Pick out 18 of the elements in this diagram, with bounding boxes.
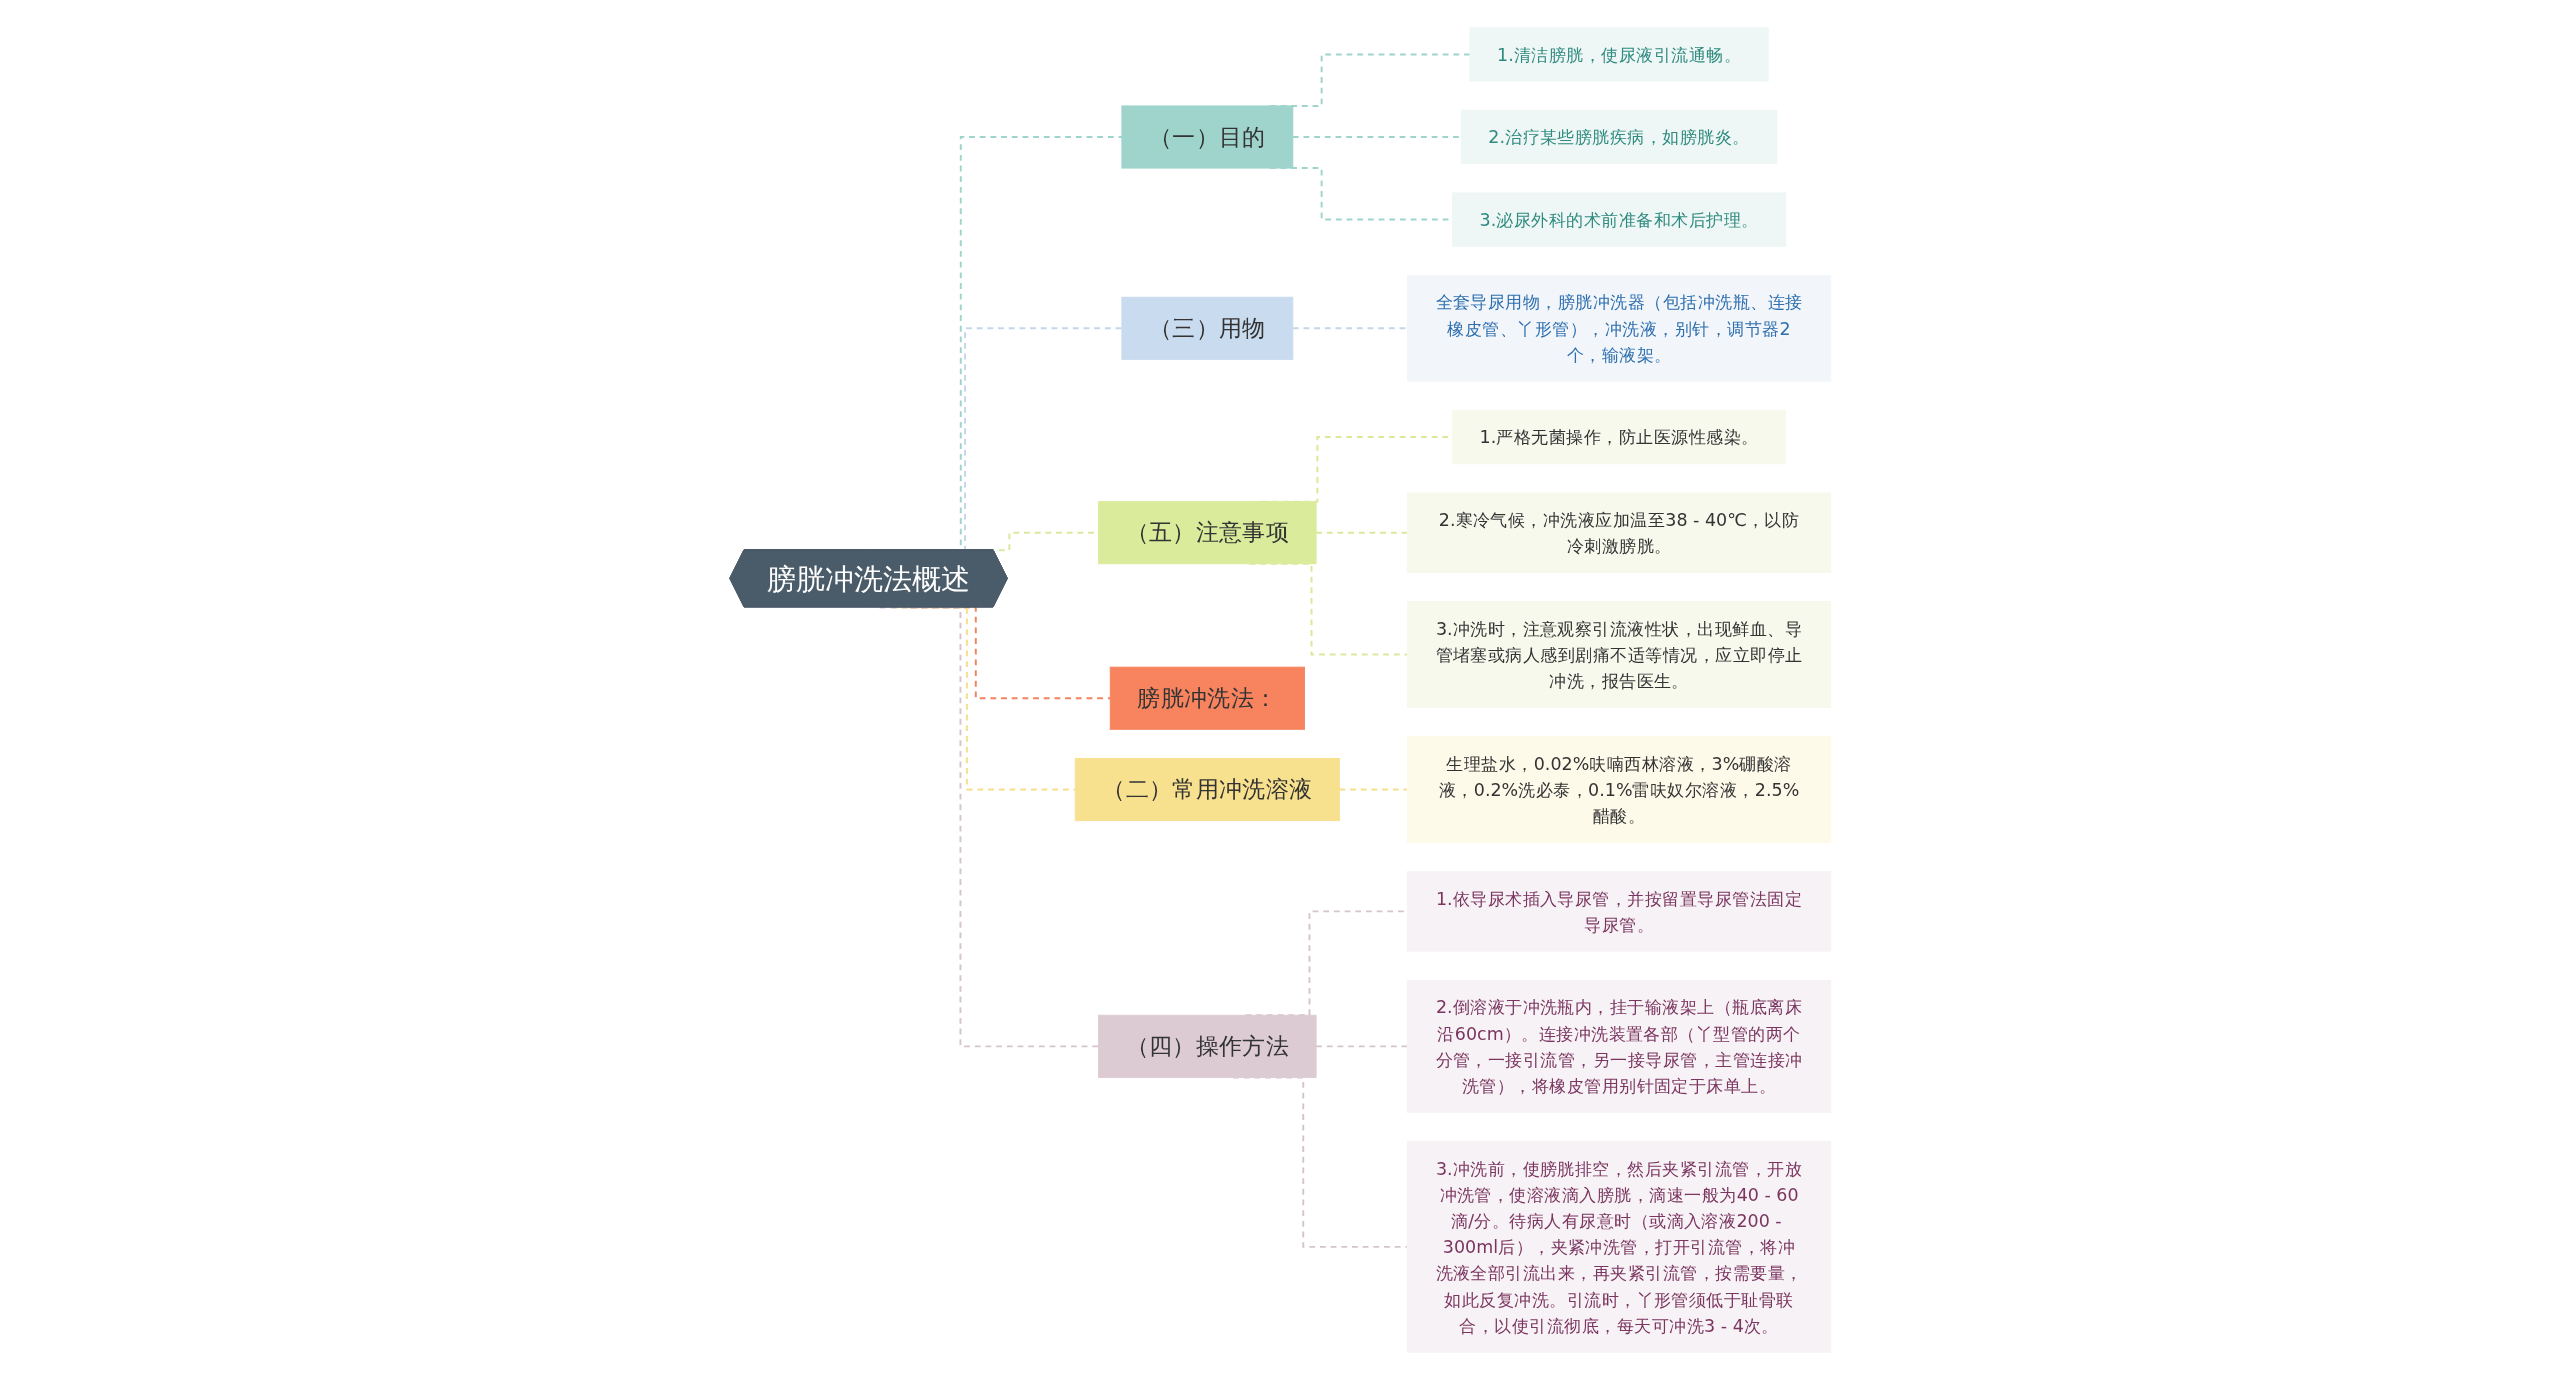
- node-box: 生理盐水，0.02%呋喃西林溶液，3%硼酸溶液，0.2%洗必泰，0.1%雷呋奴尔溶液，2.5%醋酸。: [1406, 736, 1831, 843]
- node-box: （一）目的: [1121, 105, 1294, 169]
- connector: [1314, 1045, 1409, 1048]
- node-box: 全套导尿用物，膀胱冲洗器（包括冲洗瓶、连接橡皮管、丫形管），冲洗液，别针，调节器2个，输液架。: [1406, 274, 1831, 382]
- node-box: （三）用物: [1121, 296, 1294, 360]
- node-box: 3.冲洗前，使膀胱排空，然后夹紧引流管，开放冲洗管，使溶液滴入膀胱，滴速一般为40 - 60滴/分。待病人有尿意时（或滴入溶液200 - 300ml后），夹紧冲洗管，打开引流管，将冲洗液全部引流出来，再夹紧引流管，按需要量，如此反复冲洗。引流时，丫形管须低于耻骨联合，以使引流彻底，每天可冲洗3 - 4次。: [1406, 1141, 1831, 1353]
- node-box: 2.倒溶液于冲洗瓶内，挂于输液架上（瓶底离床沿60cm）。连接冲洗装置各部（丫型管的两个分管，一接引流管，另一接导尿管，主管连接冲洗管），将橡皮管用别针固定于床单上。: [1406, 979, 1831, 1113]
- connector: [1291, 136, 1462, 138]
- node-box: 2.寒冷气候，冲洗液应加温至38 - 40℃，以防冷刺激膀胱。: [1406, 492, 1831, 573]
- node-box: （四）操作方法: [1097, 1014, 1317, 1078]
- connector: [1314, 531, 1409, 534]
- node-box: （五）注意事项: [1097, 501, 1317, 565]
- node-box: 2.治疗某些膀胱疾病，如膀胱炎。: [1460, 109, 1778, 165]
- node-box: 膀胱冲洗法：: [1109, 666, 1305, 730]
- node-box: 3.冲洗时，注意观察引流液性状，出现鲜血、导管堵塞或病人感到剧痛不适等情况，应立即停止冲洗，报告医生。: [1406, 601, 1831, 708]
- connector: [1338, 788, 1409, 791]
- node-box: 1.清洁膀胱，使尿液引流通畅。: [1469, 27, 1769, 82]
- node-box: （二）常用冲洗溶液: [1074, 757, 1340, 822]
